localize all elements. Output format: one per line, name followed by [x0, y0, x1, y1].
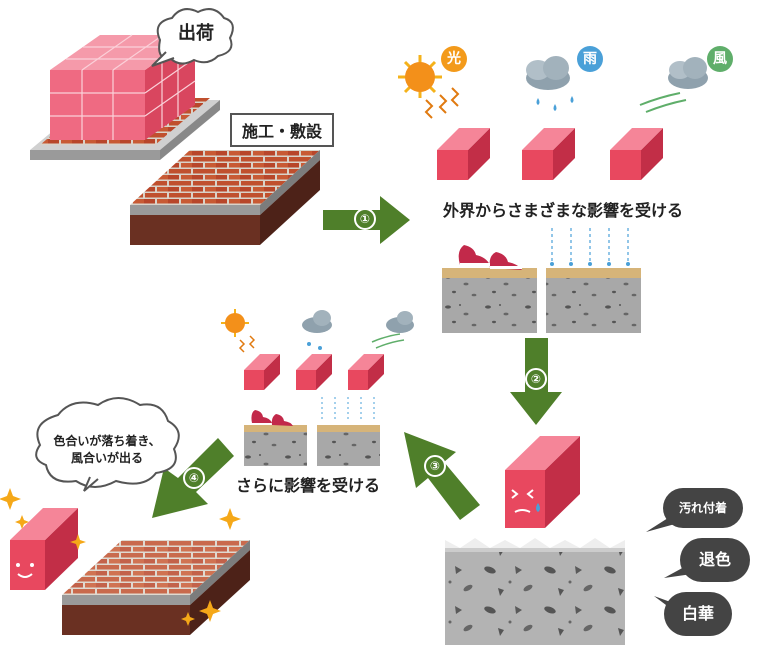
- brick-rain-small: [296, 354, 332, 390]
- brick-light-small: [244, 354, 280, 390]
- sparkle-icons: [0, 488, 241, 626]
- step-3-number: ③: [424, 455, 446, 477]
- ground-walk-2: [244, 410, 307, 466]
- happy-brick-character: [10, 508, 78, 590]
- wind-badge: 風: [707, 46, 733, 72]
- step-4-number: ④: [183, 467, 205, 489]
- shipping-label: 出荷: [178, 23, 214, 44]
- ground-rain-2: [317, 397, 380, 466]
- installed-paving: [130, 150, 320, 245]
- step-1-number: ①: [354, 208, 376, 230]
- patina-line-2: 風合いが出る: [70, 451, 143, 465]
- sun-icon-small: [221, 309, 256, 353]
- patina-text: 色合いが落ち着き、 風合いが出る: [42, 433, 172, 467]
- brick-light: [437, 128, 490, 180]
- rain-badge: 雨: [577, 46, 603, 72]
- external-influence-label: 外界からさまざまな影響を受ける: [443, 201, 684, 220]
- ground-walk-1: [442, 245, 537, 333]
- step-2-number: ②: [525, 368, 547, 390]
- wind-cloud-icon: [639, 57, 708, 113]
- stain-bubble: 汚れ付着: [663, 488, 743, 528]
- damaged-concrete-block: [445, 538, 625, 645]
- sad-brick-character: [505, 436, 580, 528]
- patina-cloud: [35, 397, 180, 492]
- brick-rain: [522, 128, 575, 180]
- weathered-paving: [62, 540, 250, 635]
- construction-label: 施工・敷設: [230, 113, 335, 147]
- light-badge: 光: [441, 46, 467, 72]
- efflorescence-bubble: 白華: [664, 592, 732, 636]
- brick-wind: [610, 128, 663, 180]
- patina-line-1: 色合いが落ち着き、: [53, 434, 161, 448]
- sun-icon: [398, 55, 460, 119]
- arrow-3: [404, 432, 480, 520]
- wind-cloud-icon-small: [371, 311, 414, 349]
- rain-cloud-icon-small: [302, 310, 332, 350]
- shipping-cloud: [151, 8, 234, 67]
- ground-rain-1: [546, 228, 641, 333]
- fade-bubble: 退色: [680, 538, 750, 582]
- rain-cloud-icon: [526, 56, 574, 111]
- brick-wind-small: [348, 354, 384, 390]
- further-influence-label: さらに影響を受ける: [236, 476, 381, 495]
